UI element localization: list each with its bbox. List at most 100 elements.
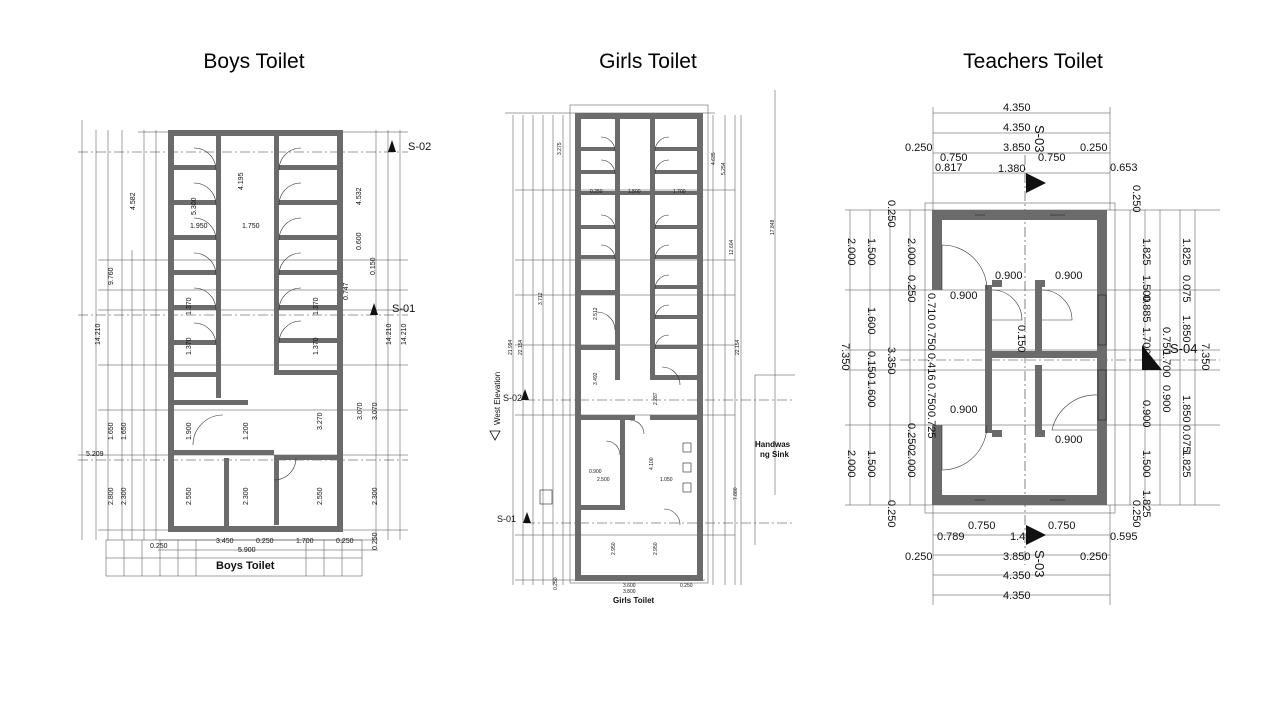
svg-text:2.550: 2.550 — [317, 487, 324, 505]
svg-text:2.000: 2.000 — [905, 450, 917, 478]
girls-cubicles — [539, 136, 697, 526]
svg-text:3.270: 3.270 — [317, 412, 324, 430]
teachers-toilet-title: Teachers Toilet — [963, 50, 1103, 73]
svg-text:4.532: 4.532 — [356, 187, 363, 205]
svg-text:2.950: 2.950 — [611, 542, 617, 555]
svg-text:4.635: 4.635 — [711, 152, 717, 165]
section-marker-s02-icon — [388, 140, 396, 152]
svg-text:0.250: 0.250 — [372, 532, 379, 550]
svg-text:1.050: 1.050 — [660, 477, 673, 483]
svg-text:9.760: 9.760 — [108, 267, 115, 285]
svg-text:1.650: 1.650 — [121, 422, 128, 440]
svg-text:3.850: 3.850 — [1003, 551, 1031, 563]
svg-text:1.370: 1.370 — [313, 337, 320, 355]
girls-section-label-s02: S-02 — [503, 393, 522, 403]
svg-text:7.880: 7.880 — [733, 487, 739, 500]
boys-plan-caption: Boys Toilet — [216, 560, 275, 572]
svg-text:3.275: 3.275 — [557, 142, 563, 155]
svg-text:1.850: 1.850 — [1180, 395, 1192, 423]
svg-text:3.492: 3.492 — [593, 372, 599, 385]
svg-text:0.250: 0.250 — [256, 538, 274, 545]
svg-text:0.416: 0.416 — [925, 353, 937, 381]
svg-text:0.750: 0.750 — [1160, 327, 1172, 355]
svg-text:0.250: 0.250 — [1130, 185, 1142, 213]
teachers-section-label-bottom: S-03 — [1032, 550, 1047, 577]
svg-text:2.300: 2.300 — [372, 487, 379, 505]
svg-text:0.653: 0.653 — [1110, 162, 1138, 174]
svg-text:12.604: 12.604 — [729, 239, 735, 255]
svg-text:4.350: 4.350 — [1003, 122, 1031, 134]
svg-text:1.700: 1.700 — [673, 189, 686, 195]
svg-text:14.210: 14.210 — [95, 323, 102, 345]
teachers-walls — [932, 210, 1107, 505]
svg-text:1.600: 1.600 — [865, 380, 877, 408]
svg-text:0.600: 0.600 — [356, 232, 363, 250]
svg-text:1.500: 1.500 — [628, 189, 641, 195]
svg-text:2.287: 2.287 — [653, 392, 659, 405]
svg-text:0.900: 0.900 — [950, 404, 978, 416]
svg-text:3.850: 3.850 — [1003, 142, 1031, 154]
section-label-s02: S-02 — [408, 141, 431, 153]
section-label-s01: S-01 — [392, 303, 415, 315]
teachers-inner-left-dims: 0.710 0.750 0.416 0.750 0.725 — [925, 293, 937, 439]
svg-text:0.250: 0.250 — [905, 423, 917, 451]
boys-step-grid — [105, 539, 363, 577]
svg-text:0.075: 0.075 — [1180, 425, 1192, 453]
svg-text:2.512: 2.512 — [593, 307, 599, 320]
teachers-section-marker-bottom-icon — [1026, 525, 1046, 545]
svg-text:0.250: 0.250 — [885, 500, 897, 528]
svg-text:1.750: 1.750 — [242, 223, 260, 230]
svg-text:4.350: 4.350 — [1003, 590, 1031, 602]
svg-text:0.250: 0.250 — [680, 583, 693, 589]
girls-section-label-s01: S-01 — [497, 514, 516, 524]
girls-section-marker-s01-icon — [523, 512, 531, 523]
svg-text:0.885: 0.885 — [1140, 295, 1152, 323]
svg-text:2.000: 2.000 — [845, 238, 857, 266]
svg-text:3.450: 3.450 — [216, 538, 234, 545]
svg-text:0.900: 0.900 — [995, 270, 1023, 282]
svg-text:0.250: 0.250 — [1130, 500, 1142, 528]
svg-text:14.210: 14.210 — [386, 323, 393, 345]
svg-text:0.250: 0.250 — [885, 200, 897, 228]
svg-text:22.154: 22.154 — [735, 339, 741, 355]
svg-text:0.817: 0.817 — [935, 162, 963, 174]
svg-text:3.800: 3.800 — [623, 589, 636, 595]
boys-toilet-plan: S-02 S-01 4.582 4.195 5.300 1.950 1.750 … — [78, 120, 431, 577]
girls-section-marker-s02-icon — [521, 389, 529, 400]
svg-text:7.350: 7.350 — [1199, 343, 1211, 371]
svg-text:3.070: 3.070 — [357, 402, 364, 420]
svg-text:1.4: 1.4 — [1010, 531, 1025, 543]
svg-text:0.250: 0.250 — [905, 142, 933, 154]
girls-toilet-title: Girls Toilet — [599, 50, 697, 73]
svg-text:2.300: 2.300 — [121, 487, 128, 505]
svg-text:3.712: 3.712 — [538, 292, 544, 305]
girls-plan-caption: Girls Toilet — [613, 596, 655, 605]
svg-text:14.210: 14.210 — [401, 323, 408, 345]
svg-text:1.650: 1.650 — [108, 422, 115, 440]
svg-text:17.848: 17.848 — [770, 219, 776, 235]
svg-text:0.750: 0.750 — [1048, 520, 1076, 532]
girls-toilet-plan: S-02 S-01 West Elevation Handwas ng Sink… — [489, 90, 795, 605]
svg-text:1.825: 1.825 — [1180, 450, 1192, 478]
west-elevation-label: West Elevation — [493, 372, 502, 425]
svg-text:0.900: 0.900 — [1160, 385, 1172, 413]
svg-text:0.075: 0.075 — [1180, 275, 1192, 303]
svg-text:1.850: 1.850 — [1180, 315, 1192, 343]
svg-text:4.350: 4.350 — [1003, 102, 1031, 114]
svg-text:2.000: 2.000 — [905, 238, 917, 266]
svg-text:0.150: 0.150 — [865, 351, 877, 379]
west-elevation-marker-icon — [489, 430, 501, 441]
svg-text:0.725: 0.725 — [925, 411, 937, 439]
svg-text:0.900: 0.900 — [589, 469, 602, 475]
svg-text:2.550: 2.550 — [186, 487, 193, 505]
svg-text:1.700: 1.700 — [296, 538, 314, 545]
girls-dimension-text: 21.994 22.154 22.154 17.848 12.604 4.635… — [508, 142, 776, 595]
svg-text:4.100: 4.100 — [649, 457, 655, 470]
teachers-toilet-plan: S-03 S-03 S-04 4.350 4.350 3.850 0.250 0… — [839, 102, 1220, 605]
svg-text:1.500: 1.500 — [865, 238, 877, 266]
svg-text:0.250: 0.250 — [905, 551, 933, 563]
svg-text:1.370: 1.370 — [186, 337, 193, 355]
svg-text:3.070: 3.070 — [372, 402, 379, 420]
svg-text:1.380: 1.380 — [998, 163, 1026, 175]
svg-text:5.209: 5.209 — [86, 451, 104, 458]
